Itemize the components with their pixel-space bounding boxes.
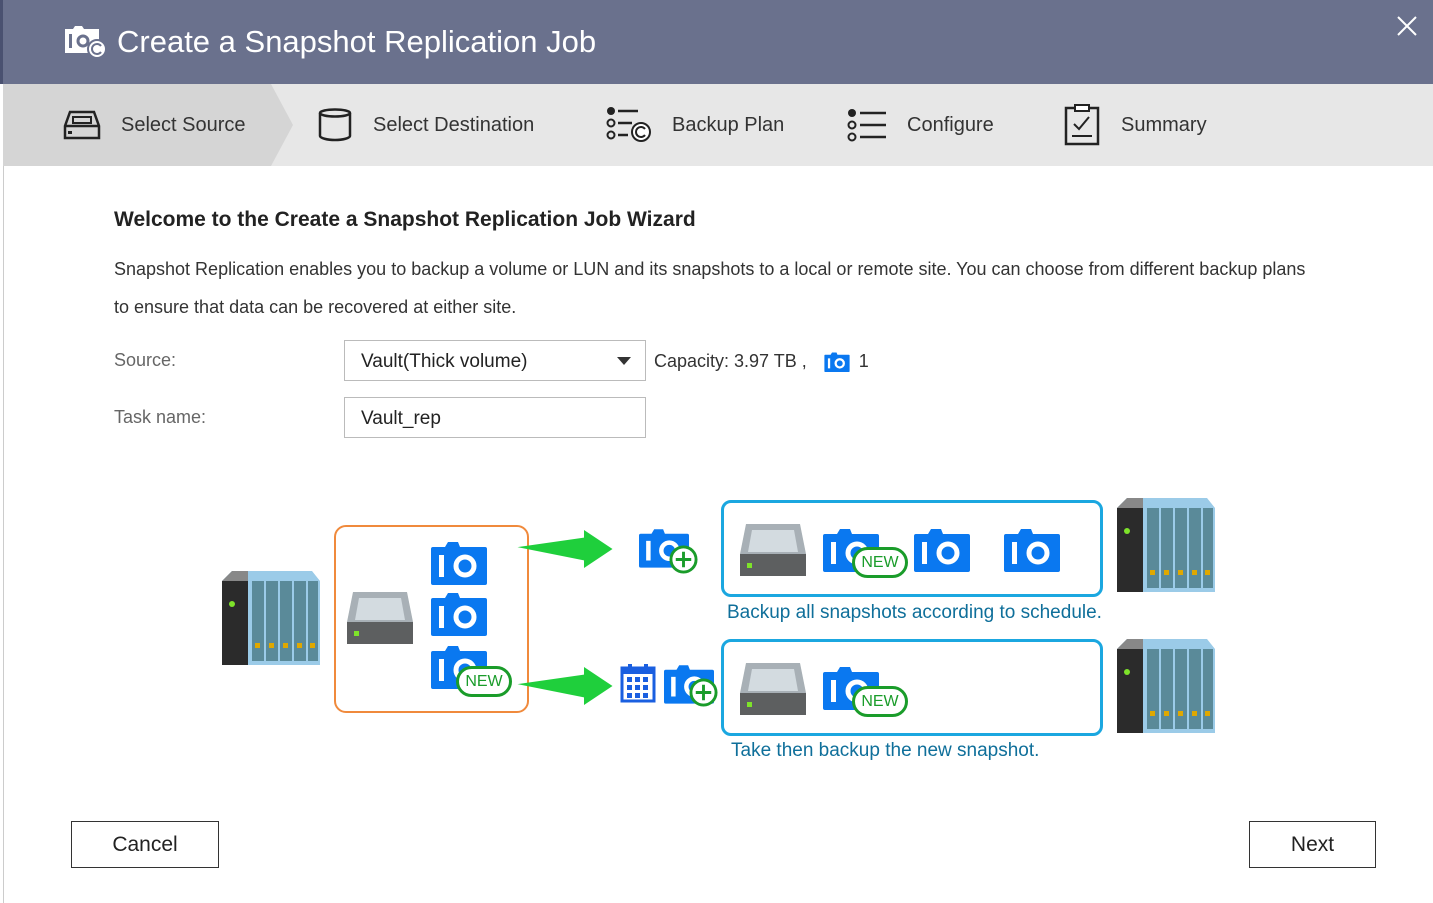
capacity-info: Capacity: 3.97 TB , 1 — [654, 351, 869, 372]
plan-new-snapshot-box — [721, 639, 1103, 736]
title-bar: Create a Snapshot Replication Job — [0, 0, 1433, 84]
new-badge: NEW — [852, 547, 908, 578]
volume-icon — [740, 663, 806, 715]
wizard-steps: Select Source Select Destination Backup … — [3, 84, 1433, 166]
source-select[interactable]: Vault(Thick volume) — [344, 340, 646, 381]
step-summary: Summary — [1063, 84, 1207, 166]
destination-nas-icon — [1117, 498, 1215, 592]
snapshot-icon — [431, 592, 487, 636]
step-label: Select Source — [121, 113, 246, 136]
new-badge: NEW — [456, 666, 512, 697]
list-icon — [847, 109, 886, 142]
snapshot-icon — [1004, 528, 1060, 572]
capacity-text: Capacity: 3.97 TB , — [654, 351, 807, 371]
window-title: Create a Snapshot Replication Job — [117, 24, 597, 59]
snapshot-replication-app-icon — [65, 26, 107, 59]
step-label: Backup Plan — [672, 113, 785, 136]
add-icon — [669, 545, 698, 574]
snapshot-icon — [431, 541, 487, 585]
volume-icon — [740, 524, 806, 576]
step-backup-plan: Backup Plan — [606, 84, 784, 166]
wizard-description: Snapshot Replication enables you to back… — [114, 259, 1306, 317]
clipboard-check-icon — [1064, 104, 1100, 146]
plan-schedule-box — [721, 500, 1103, 597]
task-name-value: Vault_rep — [361, 408, 441, 429]
plan1-caption: Backup all snapshots according to schedu… — [727, 602, 1102, 623]
source-volume-box — [334, 525, 529, 713]
drive-icon — [63, 110, 101, 140]
source-value: Vault(Thick volume) — [361, 351, 528, 372]
backup-plan-icon — [606, 107, 651, 142]
close-icon[interactable] — [1395, 14, 1419, 38]
step-select-source: Select Source — [63, 84, 246, 166]
task-name-input[interactable]: Vault_rep — [344, 397, 646, 438]
task-name-label: Task name: — [114, 407, 207, 427]
new-badge: NEW — [852, 686, 908, 717]
plan2-caption: Take then backup the new snapshot. — [731, 740, 1040, 761]
step-configure: Configure — [847, 84, 994, 166]
calendar-icon — [620, 664, 656, 703]
snapshot-icon — [914, 528, 970, 572]
database-icon — [318, 108, 352, 142]
chevron-down-icon — [617, 357, 631, 365]
add-icon — [689, 678, 718, 707]
step-label: Configure — [907, 113, 994, 136]
destination-nas-icon — [1117, 639, 1215, 733]
source-nas-icon — [222, 571, 320, 665]
arrow-right-icon — [515, 667, 615, 705]
step-label: Summary — [1121, 113, 1207, 136]
arrow-right-icon — [515, 530, 615, 568]
step-label: Select Destination — [373, 113, 535, 136]
cancel-button[interactable]: Cancel — [71, 821, 219, 868]
source-label: Source: — [114, 350, 177, 370]
snapshot-icon — [823, 352, 851, 372]
active-step-highlight — [3, 84, 293, 166]
next-button[interactable]: Next — [1249, 821, 1376, 868]
snapshot-count: 1 — [858, 351, 869, 371]
wizard-heading: Welcome to the Create a Snapshot Replica… — [114, 208, 696, 231]
step-select-destination: Select Destination — [317, 84, 534, 166]
volume-icon — [347, 592, 413, 644]
